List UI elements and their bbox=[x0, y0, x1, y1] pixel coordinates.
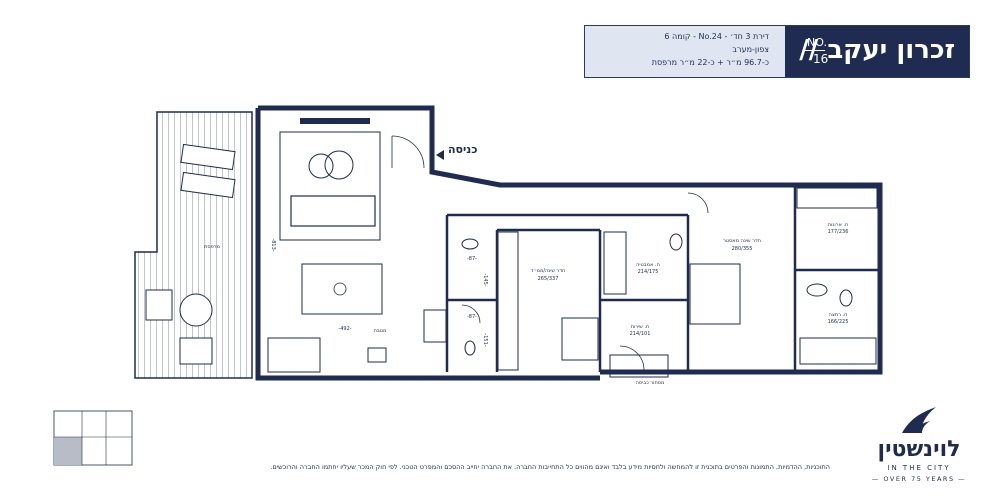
toilet bbox=[839, 289, 853, 307]
sofa bbox=[290, 195, 376, 227]
kitchen-sink bbox=[367, 347, 387, 363]
entrance-arrow-icon bbox=[436, 150, 444, 160]
lounge-chair bbox=[180, 171, 236, 199]
lounge-chair bbox=[180, 143, 236, 171]
laundry-label: ח. שירות bbox=[631, 324, 650, 330]
child-bedroom-label: חדר שינה/ממ״ד bbox=[531, 268, 566, 274]
tv-unit bbox=[300, 118, 370, 124]
guest-toilet bbox=[464, 340, 476, 356]
storage-dims: 177/236 bbox=[828, 229, 849, 235]
shower bbox=[799, 337, 877, 365]
company-logo: לוינשטין IN THE CITY — OVER 75 YEARS — bbox=[858, 403, 980, 483]
child-wardrobe bbox=[497, 231, 519, 371]
master-bed bbox=[689, 263, 741, 325]
header-area-line: כ-96.7 מ״ר + כ-22 מ״ר מרפסת bbox=[651, 58, 769, 67]
no-label: NO. bbox=[807, 36, 827, 49]
service-balcony-grill bbox=[609, 354, 669, 378]
living-area bbox=[267, 118, 447, 373]
bath-label: ח. אמבטיה bbox=[636, 262, 660, 268]
bath-dims: 214/175 bbox=[638, 269, 659, 275]
child-bedroom-dims: 265/337 bbox=[538, 276, 559, 282]
interior-walls bbox=[445, 185, 880, 372]
doors bbox=[391, 135, 709, 371]
guest-sink bbox=[461, 238, 479, 250]
apartment-highlight bbox=[54, 437, 82, 465]
header-direction-line: צפון-מערב bbox=[732, 45, 769, 54]
master-bedroom-dims: 280/355 bbox=[732, 246, 753, 252]
living-width-label: -492- bbox=[338, 326, 351, 332]
no-separator bbox=[803, 50, 825, 51]
cooktop bbox=[423, 309, 447, 343]
service-balcony-label: מסתור כביסה bbox=[636, 380, 665, 386]
laundry-dims: 214/101 bbox=[630, 331, 651, 337]
balcony-table bbox=[179, 293, 213, 327]
small-dim-label: -87- bbox=[467, 256, 477, 262]
legal-disclaimer: התוכניות, ההדמיות, התמונות והפרטים בתוכנ… bbox=[270, 463, 830, 471]
bird-logo-icon bbox=[902, 407, 936, 433]
site-minimap bbox=[53, 410, 133, 466]
entrance-label: כניסה bbox=[448, 143, 478, 156]
bedroom-furniture bbox=[461, 187, 878, 378]
shower-room-dims: 166/225 bbox=[828, 319, 849, 325]
header-apartment-line: דירת 3 חד׳ - No.24 - קומה 6 bbox=[664, 32, 769, 41]
bathtub bbox=[603, 231, 627, 295]
no-number: 16 bbox=[813, 52, 829, 66]
toilet bbox=[669, 233, 683, 251]
balcony-chair bbox=[145, 289, 173, 321]
balcony-label: מרפסת bbox=[204, 244, 220, 250]
page-title: זכרון יעקב // bbox=[799, 35, 955, 65]
master-bedroom-label: חדר שינה מאסטר bbox=[723, 238, 761, 244]
sink bbox=[806, 283, 828, 297]
coffee-table bbox=[308, 153, 334, 179]
header-title-panel: NO. 16 זכרון יעקב // bbox=[785, 26, 969, 77]
balcony-chair bbox=[179, 337, 213, 365]
exterior-walls bbox=[255, 105, 883, 381]
rug bbox=[279, 131, 381, 241]
storage-label: ח. ארונות bbox=[828, 222, 849, 228]
dining-table bbox=[301, 263, 383, 315]
coffee-table bbox=[324, 150, 354, 180]
balcony bbox=[134, 111, 253, 379]
shower-room-label: ח. רחצה bbox=[829, 312, 848, 318]
child-bed bbox=[561, 317, 599, 361]
logo-subtitle: IN THE CITY bbox=[887, 464, 951, 472]
kitchen-counter bbox=[267, 337, 321, 373]
storage-shelves bbox=[796, 187, 878, 209]
kitchen-label: מטבח bbox=[374, 328, 387, 334]
logo-wordmark: לוינשטין bbox=[877, 437, 961, 462]
living-dim-label: -413- bbox=[323, 120, 336, 126]
wall-length-label: -813- bbox=[270, 238, 276, 251]
header-box: דירת 3 חד׳ - No.24 - קומה 6 צפון-מערב כ-… bbox=[584, 25, 970, 78]
small-dim-label: -87- bbox=[467, 314, 477, 320]
small-dim-label: -151- bbox=[482, 333, 488, 346]
small-dim-label: -145- bbox=[482, 273, 488, 286]
logo-years: — OVER 75 YEARS — bbox=[871, 475, 967, 483]
